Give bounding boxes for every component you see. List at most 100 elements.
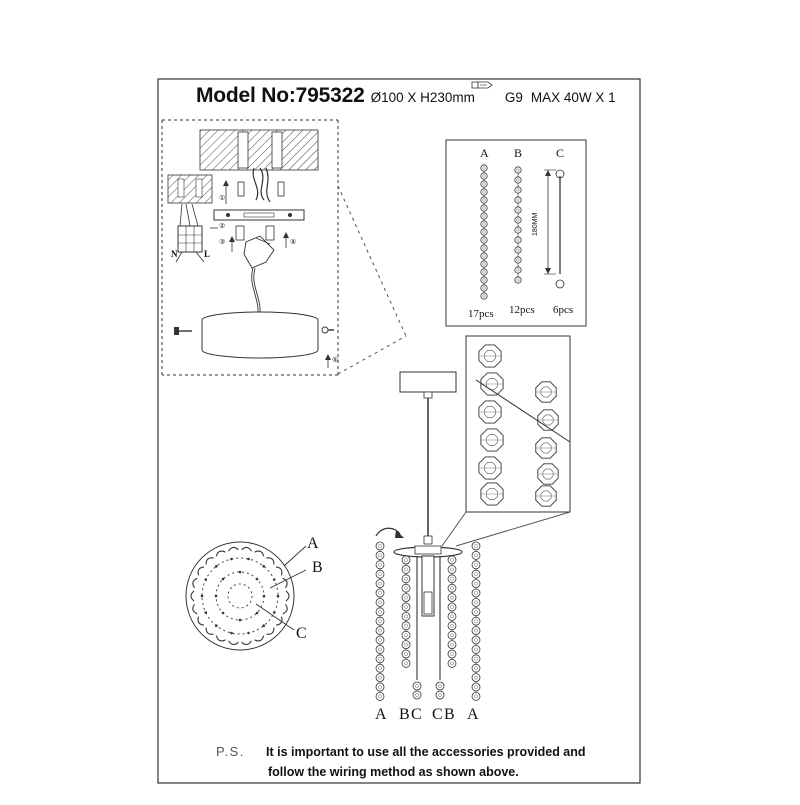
socket-spec: G9 — [504, 90, 523, 105]
crystal-bead — [480, 252, 488, 260]
ring-crystal-mark — [215, 550, 226, 557]
crystal-bead — [514, 176, 522, 184]
ring-crystal-mark — [275, 616, 283, 626]
crystal-bead — [514, 256, 522, 264]
bottom-label-a-right: A — [467, 706, 479, 723]
crystal-bead — [401, 621, 411, 631]
ring-dot — [214, 594, 218, 598]
crystal-bead — [514, 166, 522, 174]
crystal-bead — [480, 180, 488, 188]
top-view-diagram — [185, 541, 307, 651]
ring-crystal-mark — [205, 627, 214, 635]
ring-crystal-mark — [275, 566, 283, 576]
ring-dot — [238, 570, 242, 574]
shade-screw-left — [174, 327, 192, 335]
crystal-bead — [401, 555, 411, 565]
strand-c-rod — [544, 169, 565, 289]
crystal-bead — [471, 616, 481, 626]
rod-length-label: 180MM — [532, 212, 539, 236]
strand-b-letter: B — [514, 146, 523, 160]
ring-crystal-mark — [205, 557, 214, 565]
crystal-bead — [514, 216, 522, 224]
bottom-label-b-left: B — [399, 706, 410, 723]
step-3: ③ — [219, 239, 226, 246]
crystal-bead — [514, 266, 522, 274]
neutral-label: N — [171, 249, 178, 259]
note-line-1: It is important to use all the accessori… — [266, 745, 586, 759]
crystal-bead — [447, 612, 457, 621]
crystal-bead — [480, 220, 488, 228]
crystal-bead — [471, 607, 481, 617]
crystal-bead — [480, 188, 488, 196]
ring-crystal-mark — [192, 577, 198, 589]
crystal-bead — [401, 574, 411, 584]
ring-crystal-mark — [228, 640, 239, 645]
crystal-bead — [375, 607, 385, 617]
crystal-bead — [447, 583, 457, 593]
crystal-bead — [514, 236, 522, 244]
crystal-bead — [412, 690, 422, 700]
strand-types-panel — [445, 139, 587, 327]
crystal-bead — [447, 565, 457, 574]
crystal-bead — [447, 649, 457, 659]
cylinder-shade — [201, 311, 319, 359]
ring-crystal-mark — [190, 590, 195, 602]
ring-crystal-mark — [254, 635, 265, 642]
crystal-bead — [401, 630, 411, 640]
ring-dot — [215, 565, 218, 568]
crystal-bead — [375, 663, 385, 673]
crystal-bead — [480, 172, 488, 180]
crystal-bead — [471, 588, 481, 598]
ring-dot — [255, 611, 259, 615]
crystal-bead — [401, 593, 411, 602]
bottom-label-c-left: C — [411, 706, 422, 723]
crystal-bead — [471, 635, 481, 645]
ring-crystal-mark — [215, 635, 226, 642]
crystal-bead — [480, 276, 488, 284]
crystal-bead — [401, 602, 411, 612]
crystal-bead — [471, 654, 481, 664]
crystal-bead — [435, 690, 445, 700]
step-2: ② — [219, 223, 226, 230]
crystal-bead — [471, 598, 481, 607]
crystal-bead — [480, 284, 488, 292]
strand-a-count: 17pcs — [468, 308, 494, 320]
crystal-bead — [447, 602, 457, 612]
step-1: ① — [219, 195, 226, 202]
crystal-bead — [401, 649, 411, 659]
crystal-closeup-panel — [465, 335, 571, 513]
ring-crystal-mark — [266, 627, 275, 635]
crystal-bead — [447, 630, 457, 640]
pendant-lamp — [375, 371, 481, 701]
top-view-label-b: B — [312, 559, 323, 576]
ring-crystal-mark — [266, 557, 275, 565]
crystal-bead — [480, 196, 488, 204]
crystal-bead — [401, 612, 411, 621]
crystal-bead — [480, 268, 488, 276]
crystal-bead — [375, 569, 385, 579]
crystal-bead — [480, 292, 488, 300]
crystal-bead — [401, 583, 411, 593]
strand-c-letter: C — [556, 146, 565, 160]
bottom-label-c-right: C — [432, 706, 443, 723]
ring-crystal-mark — [241, 546, 252, 552]
dimensions-spec: Ø100 X H230mm — [370, 90, 475, 105]
crystal-bead — [471, 579, 481, 588]
crystal-bead — [471, 560, 481, 570]
ring-crystal-mark — [228, 546, 239, 552]
strand-b-count: 12pcs — [509, 304, 535, 316]
crystal-bead — [375, 616, 385, 626]
bottom-label-a-left: A — [375, 706, 387, 723]
strand-a-chain — [480, 164, 488, 300]
crystal-bead — [480, 228, 488, 236]
crystal-bead — [471, 673, 481, 682]
crystal-bead — [471, 551, 481, 560]
step-5: ⑤ — [332, 357, 339, 364]
ring-crystal-mark — [282, 577, 288, 589]
crystal-bead — [471, 626, 481, 635]
crystal-bead — [375, 560, 385, 570]
ring-crystal-mark — [285, 590, 290, 602]
ring-crystal-mark — [197, 616, 205, 626]
